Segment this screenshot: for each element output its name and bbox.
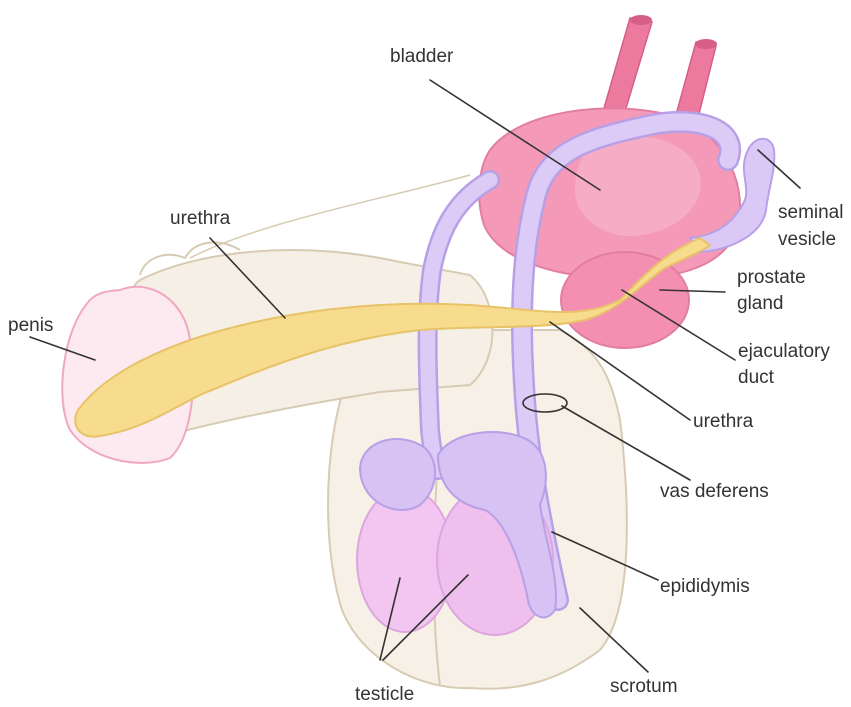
label-testicle: testicle xyxy=(355,684,414,705)
label-seminal-vesicle-line2: vesicle xyxy=(778,229,836,250)
label-epididymis: epididymis xyxy=(660,576,750,597)
label-seminal-vesicle-line1: seminal xyxy=(778,202,843,223)
label-scrotum: scrotum xyxy=(610,676,678,697)
label-ejaculatory-line1: ejaculatory xyxy=(738,341,830,362)
label-prostate-line1: prostate xyxy=(737,267,806,288)
label-penis: penis xyxy=(8,315,53,336)
label-urethra-top: urethra xyxy=(170,208,231,229)
label-ejaculatory-line2: duct xyxy=(738,367,775,388)
label-bladder: bladder xyxy=(390,46,454,67)
label-urethra-right: urethra xyxy=(693,411,754,432)
label-prostate-line2: gland xyxy=(737,293,784,314)
label-vas-deferens: vas deferens xyxy=(660,481,769,502)
